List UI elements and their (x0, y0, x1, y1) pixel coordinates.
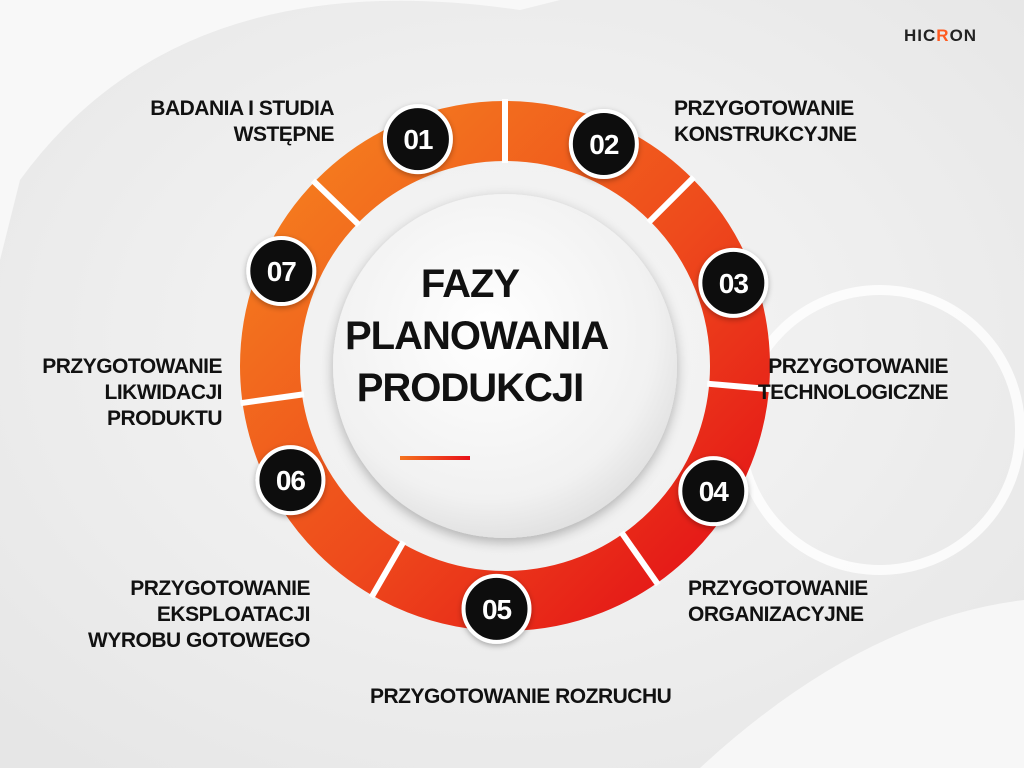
phase-badge-circle (568, 109, 639, 180)
phase-badge-number: 03 (719, 268, 749, 299)
phase-label-04: PRZYGOTOWANIE ORGANIZACYJNE (688, 576, 868, 628)
phase-label-line: WYROBU GOTOWEGO (88, 629, 310, 652)
phase-label-line: WSTĘPNE (233, 123, 335, 146)
phase-badges: 01 02 03 04 05 06 07 (246, 104, 769, 644)
phase-label-line: EKSPLOATACJI (156, 603, 311, 626)
logo-text-suffix: ON (949, 26, 978, 45)
ring-segment-divider (310, 178, 362, 228)
ring-segment-divider (618, 530, 661, 587)
phase-badge-circle (246, 236, 317, 307)
phase-badge-01: 01 (382, 104, 453, 175)
phase-badge-number: 01 (403, 124, 433, 155)
phase-badge-06: 06 (255, 445, 326, 516)
phase-label-line: PRZYGOTOWANIE ROZRUCHU (370, 685, 672, 708)
phase-label-line: PRZYGOTOWANIE (130, 577, 310, 600)
phase-badge-02: 02 (568, 109, 639, 180)
ring-segment-divider (706, 380, 772, 393)
phase-badge-number: 02 (589, 129, 619, 160)
phase-label-line: PRZYGOTOWANIE (42, 355, 222, 378)
phase-label-line: PRZYGOTOWANIE (768, 355, 948, 378)
phase-badge-03: 03 (698, 247, 769, 318)
title-underline (400, 456, 470, 460)
ring-segment-divider (646, 175, 696, 225)
phase-label-05: PRZYGOTOWANIE ROZRUCHU (370, 684, 672, 710)
phase-label-line: TECHNOLOGICZNE (757, 381, 949, 404)
phase-label-line: BADANIA I STUDIA (150, 97, 334, 120)
ring-segment-divider (368, 540, 407, 599)
logo-text-prefix: HIC (904, 26, 937, 45)
phase-badge-number: 04 (699, 476, 730, 507)
background-swoosh (0, 0, 560, 260)
phase-badge-circle (678, 456, 749, 527)
center-disc (333, 194, 677, 538)
phase-badge-number: 07 (267, 256, 297, 287)
phase-label-01: BADANIA I STUDIA WSTĘPNE (150, 96, 334, 148)
phase-label-03: PRZYGOTOWANIE TECHNOLOGICZNE (757, 354, 949, 406)
phase-badge-circle (255, 445, 326, 516)
background-swoosh-bottom (700, 600, 1024, 768)
title-line: PRODUKCJI (356, 366, 585, 410)
phase-badge-05: 05 (461, 573, 532, 644)
phase-label-line: PRODUKTU (107, 407, 222, 430)
phase-label-line: LIKWIDACJI (104, 381, 223, 404)
phase-label-line: ORGANIZACYJNE (688, 603, 864, 626)
phase-label-07: PRZYGOTOWANIE LIKWIDACJI PRODUKTU (42, 354, 222, 432)
title-line: FAZY (420, 262, 520, 306)
phase-badge-number: 05 (482, 594, 512, 625)
phase-label-line: PRZYGOTOWANIE (688, 577, 868, 600)
diagram-title: FAZY PLANOWANIA PRODUKCJI (345, 258, 609, 414)
phase-label-06: PRZYGOTOWANIE EKSPLOATACJI WYROBU GOTOWE… (88, 576, 310, 654)
ring-segment-divider (240, 391, 305, 407)
phase-badge-04: 04 (678, 456, 749, 527)
phase-label-line: PRZYGOTOWANIE (674, 97, 854, 120)
phase-label-02: PRZYGOTOWANIE KONSTRUKCYJNE (674, 96, 857, 148)
title-line: PLANOWANIA (345, 314, 609, 358)
hicron-logo: HICRON (904, 26, 977, 46)
phase-badge-circle (698, 247, 769, 318)
logo-text-accent: R (936, 26, 950, 45)
phase-badge-07: 07 (246, 236, 317, 307)
phase-badge-circle (382, 104, 453, 175)
phase-badge-number: 06 (276, 465, 306, 496)
phase-label-line: KONSTRUKCYJNE (674, 123, 857, 146)
phase-badge-circle (461, 573, 532, 644)
